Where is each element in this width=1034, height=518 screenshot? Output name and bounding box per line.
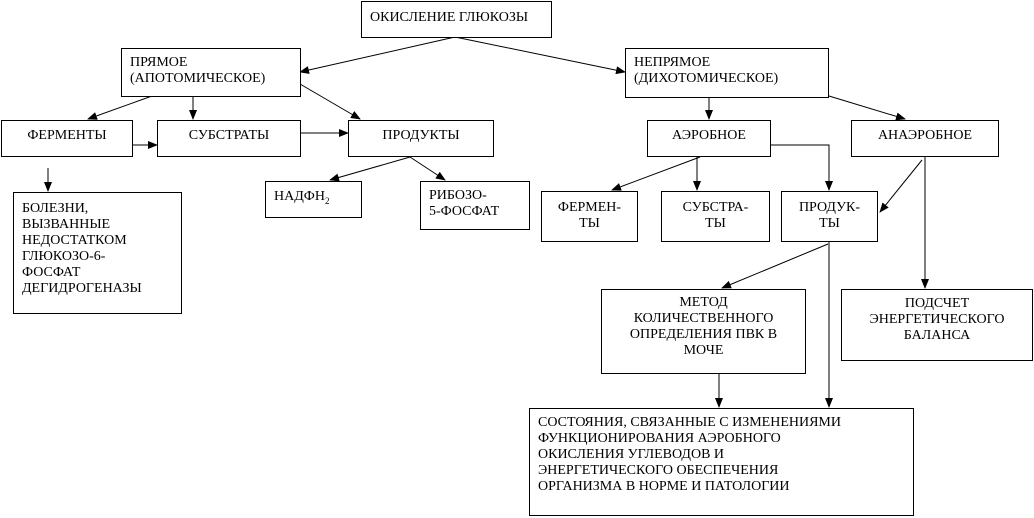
node-aerobic-enzymes: ФЕРМЕН- ТЫ xyxy=(541,191,638,242)
node-energy-balance: ПОДСЧЕТ ЭНЕРГЕТИЧЕСКОГО БАЛАНСА xyxy=(841,289,1033,361)
arrow-root-to-direct xyxy=(299,36,456,74)
arrow-direct-to-enzymes xyxy=(87,95,153,120)
node-products: ПРОДУКТЫ xyxy=(348,120,494,157)
arrow-products-to-nadph xyxy=(329,156,411,182)
nadph-subscript: 2 xyxy=(324,195,330,206)
node-g6pd-deficiency-diseases: БОЛЕЗНИ, ВЫЗВАННЫЕ НЕДОСТАТКОМ ГЛЮКОЗО-6… xyxy=(13,192,182,314)
node-substrates: СУБСТРАТЫ xyxy=(157,120,301,157)
node-direct-apotomic: ПРЯМОЕ (АПОТОМИЧЕСКОЕ) xyxy=(121,48,301,97)
node-aerobic-oxidation-states: СОСТОЯНИЯ, СВЯЗАННЫЕ С ИЗМЕНЕНИЯМИ ФУНКЦ… xyxy=(529,408,914,516)
arrow-aerobic-to-products xyxy=(771,144,833,191)
node-aerobic: АЭРОБНОЕ xyxy=(647,120,771,157)
arrow-anaerobic-to-products xyxy=(879,159,923,213)
arrow-direct-to-products xyxy=(299,83,361,120)
arrow-products-to-ribose xyxy=(409,156,446,181)
node-pvc-urine-method: МЕТОД КОЛИЧЕСТВЕННОГО ОПРЕДЕЛЕНИЯ ПВК В … xyxy=(601,289,806,374)
node-anaerobic: АНАЭРОБНОЕ xyxy=(851,120,999,157)
node-indirect-dichotomic: НЕПРЯМОЕ (ДИХОТОМИЧЕСКОЕ) xyxy=(625,48,829,98)
node-enzymes: ФЕРМЕНТЫ xyxy=(1,120,133,157)
node-nadph: НАДФН2 xyxy=(265,181,362,218)
node-ribose-5-phosphate: РИБОЗО- 5-ФОСФАТ xyxy=(420,181,530,230)
arrow-products-to-method xyxy=(721,243,829,289)
node-aerobic-products: ПРОДУК- ТЫ xyxy=(781,191,878,242)
nadph-label: НАДФН xyxy=(274,189,325,204)
node-glucose-oxidation: ОКИСЛЕНИЕ ГЛЮКОЗЫ xyxy=(361,1,552,38)
node-aerobic-substrates: СУБСТРА- ТЫ xyxy=(661,191,770,242)
arrow-root-to-indirect xyxy=(454,36,626,75)
arrow-aerobic-to-enzymes xyxy=(611,156,701,191)
arrow-indirect-to-anaerobic xyxy=(828,95,906,121)
